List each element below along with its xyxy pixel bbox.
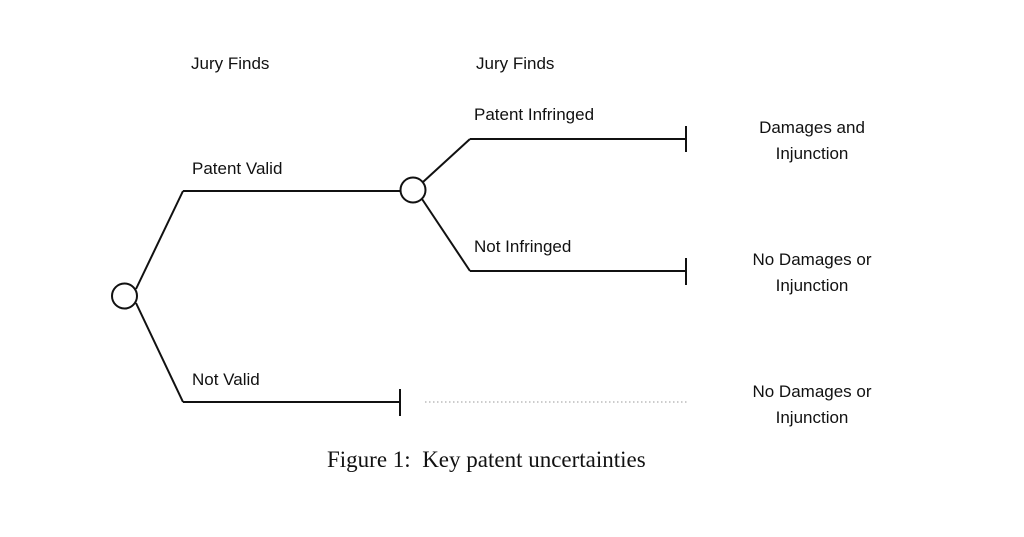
branch-label-not-valid: Not Valid: [192, 370, 260, 389]
branch-label-patent-infringed: Patent Infringed: [474, 105, 595, 124]
stage-heading-2: Jury Finds: [476, 54, 555, 73]
chance-node-validity: [399, 176, 427, 204]
figure-caption: Figure 1: Key patent uncertainties: [327, 447, 646, 472]
branch-label-patent-valid: Patent Valid: [192, 159, 283, 178]
stage-heading-1: Jury Finds: [191, 54, 270, 73]
edge-infringed-diagonal: [422, 138, 471, 183]
edge-root-to-patent-valid-diagonal: [135, 190, 184, 290]
edge-root-to-not-valid-diagonal: [135, 302, 184, 403]
outcome-line-2: Injunction: [775, 144, 849, 163]
outcome-line-2: Injunction: [775, 408, 849, 427]
outcome-line-1: No Damages or: [752, 250, 872, 269]
outcome-damages-and-injunction: Damages and Injunction: [736, 115, 888, 167]
outcome-line-1: No Damages or: [752, 382, 872, 401]
chance-node-root: [111, 282, 138, 310]
edge-not-infringed-diagonal: [421, 198, 471, 272]
outcome-no-damages-or-injunction-1: No Damages or Injunction: [733, 247, 891, 299]
branch-label-not-infringed: Not Infringed: [474, 237, 572, 256]
outcome-line-1: Damages and: [759, 118, 865, 137]
outcome-line-2: Injunction: [775, 276, 849, 295]
outcome-no-damages-or-injunction-2: No Damages or Injunction: [733, 379, 891, 431]
